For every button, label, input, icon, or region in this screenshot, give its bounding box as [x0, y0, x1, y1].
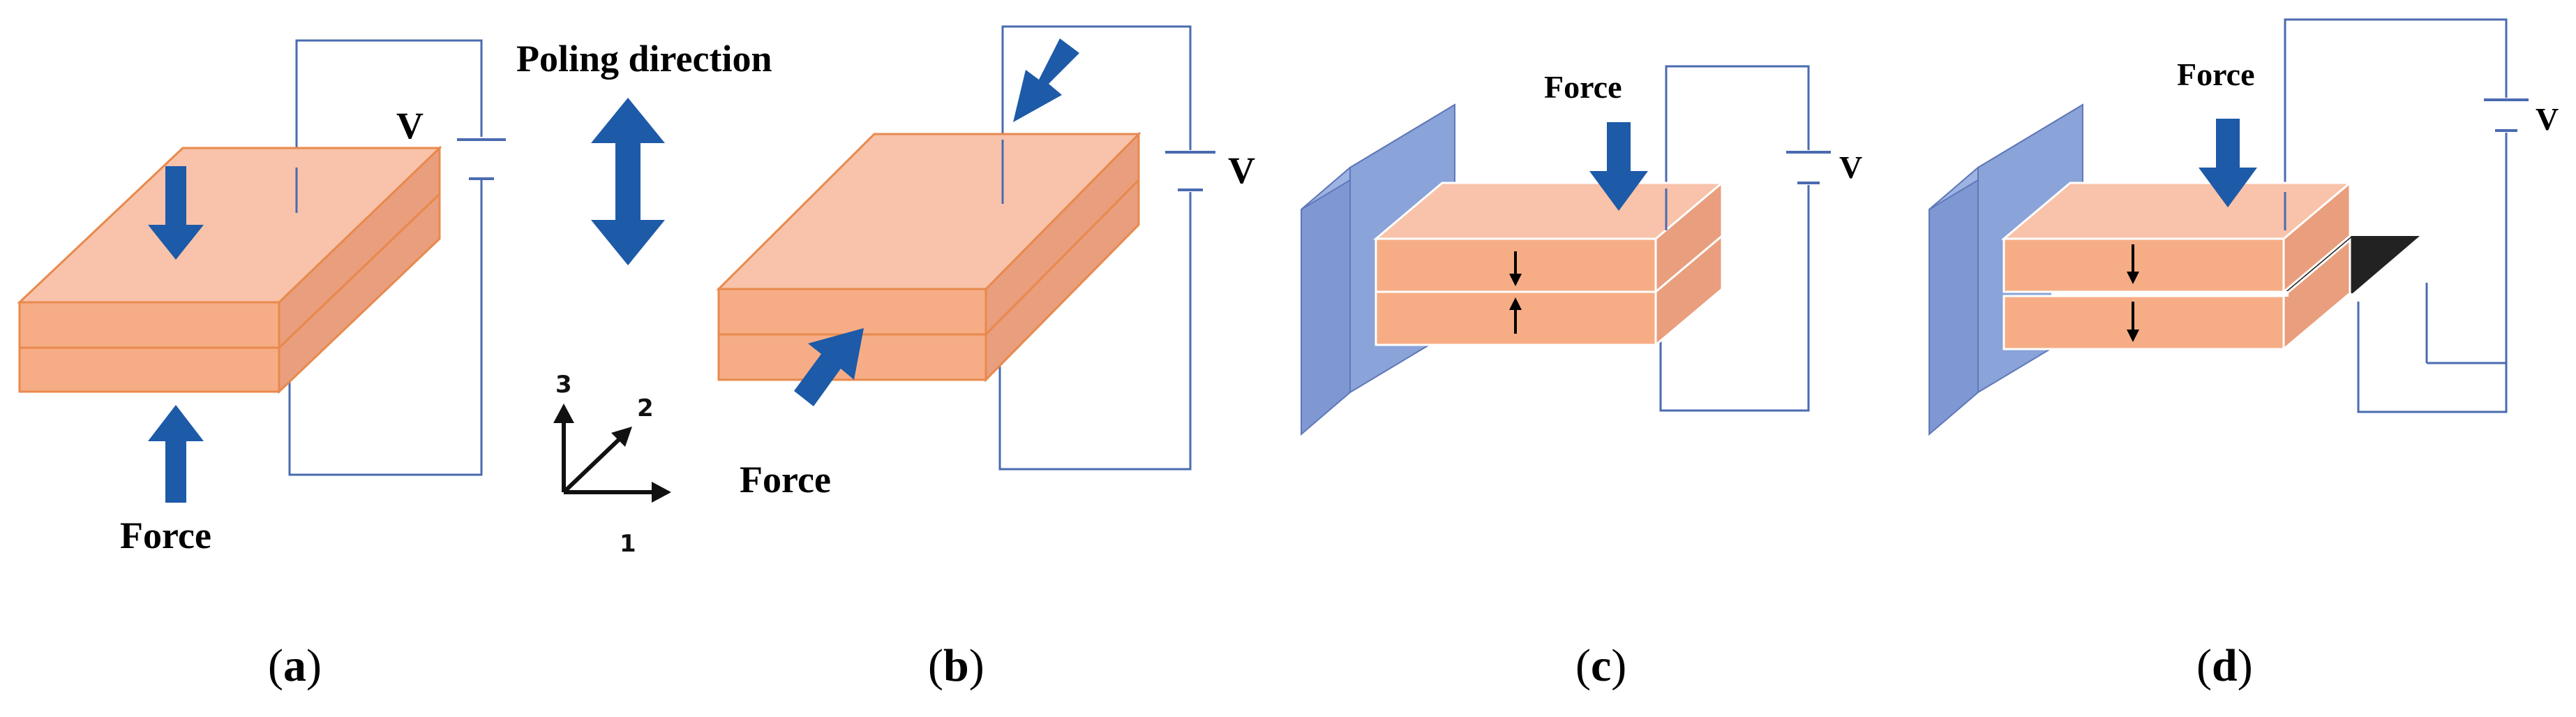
caption-d-letter: d	[2212, 640, 2238, 691]
caption-a: (a)	[268, 640, 322, 691]
panel-c-block-top	[1372, 182, 1725, 240]
panel-a-wire	[295, 39, 483, 213]
panel-b-wire	[1001, 25, 1192, 204]
panel-c-wire-bottom	[1659, 185, 1810, 412]
panel-a-axes-icon	[553, 404, 671, 503]
panel-b-force-top-arrow	[1013, 38, 1079, 122]
panel-c-clamp-side	[1301, 165, 1351, 436]
panel-d-block-top	[2000, 182, 2353, 240]
panel-a-wire-bottom	[288, 180, 483, 476]
panel-a-axis-2-label: 2	[637, 394, 654, 422]
panel-d-block-front-upper	[2002, 237, 2285, 293]
panel-a-axis-3-label: 3	[555, 371, 572, 399]
panel-c-polarization-arrows	[1509, 251, 1522, 334]
panel-d-voltage-label: V	[2536, 101, 2559, 137]
panel-d-force-arrow	[2199, 119, 2257, 207]
panel-b-voltage-label: V	[1228, 149, 1255, 191]
panel-c-force-label: Force	[1544, 69, 1622, 105]
panel-a-axis-1-label: 1	[620, 530, 636, 558]
panel-a-force-down-arrow	[148, 166, 204, 260]
panel-a-block-side-lower	[278, 191, 441, 394]
panel-a-force-label: Force	[120, 515, 211, 556]
panel-a-block-top	[17, 147, 442, 304]
panel-d-force-label: Force	[2177, 57, 2255, 92]
caption-c: (c)	[1575, 640, 1626, 691]
caption-b-letter: b	[943, 640, 969, 691]
panel-d-clamp-side	[1929, 165, 1979, 436]
caption-d: (d)	[2196, 640, 2253, 691]
panel-b: Force V	[716, 25, 1255, 501]
panel-a: Force V Poling direction 3 2 1	[17, 38, 772, 558]
panel-c: Force V	[1301, 65, 1862, 436]
panel-b-force-bottom-arrow	[794, 328, 864, 406]
caption-c-letter: c	[1591, 640, 1611, 691]
panel-d-block-side-lower	[2282, 237, 2351, 352]
caption-b: (b)	[928, 640, 984, 691]
caption-a-letter: a	[283, 640, 306, 691]
panel-c-force-arrow	[1589, 122, 1648, 211]
panel-a-poling-label: Poling direction	[516, 38, 772, 80]
panel-c-block-side-lower	[1654, 233, 1723, 348]
panel-b-block-front-upper	[717, 288, 987, 336]
panel-d-wire-bottom	[2357, 133, 2508, 413]
panel-d: Force V	[1929, 18, 2559, 436]
panel-d-block-front-lower	[2002, 295, 2285, 350]
panel-b-wire-bottom	[998, 192, 1192, 471]
panel-b-block-side-lower	[984, 177, 1140, 383]
panel-c-voltage-label: V	[1839, 149, 1862, 185]
panel-b-force-label: Force	[740, 459, 831, 501]
panel-a-poling-double-arrow	[591, 98, 665, 265]
panel-a-force-up-arrow	[148, 405, 204, 503]
panel-d-wire	[2284, 18, 2508, 192]
panel-d-polarization-arrows	[2127, 244, 2139, 342]
panel-c-wire	[1665, 65, 1810, 189]
panel-b-block-top	[716, 133, 1141, 290]
panel-a-voltage-label: V	[396, 105, 424, 147]
panel-a-block-front-upper	[18, 301, 280, 349]
panel-a-block-front-lower	[18, 346, 280, 393]
